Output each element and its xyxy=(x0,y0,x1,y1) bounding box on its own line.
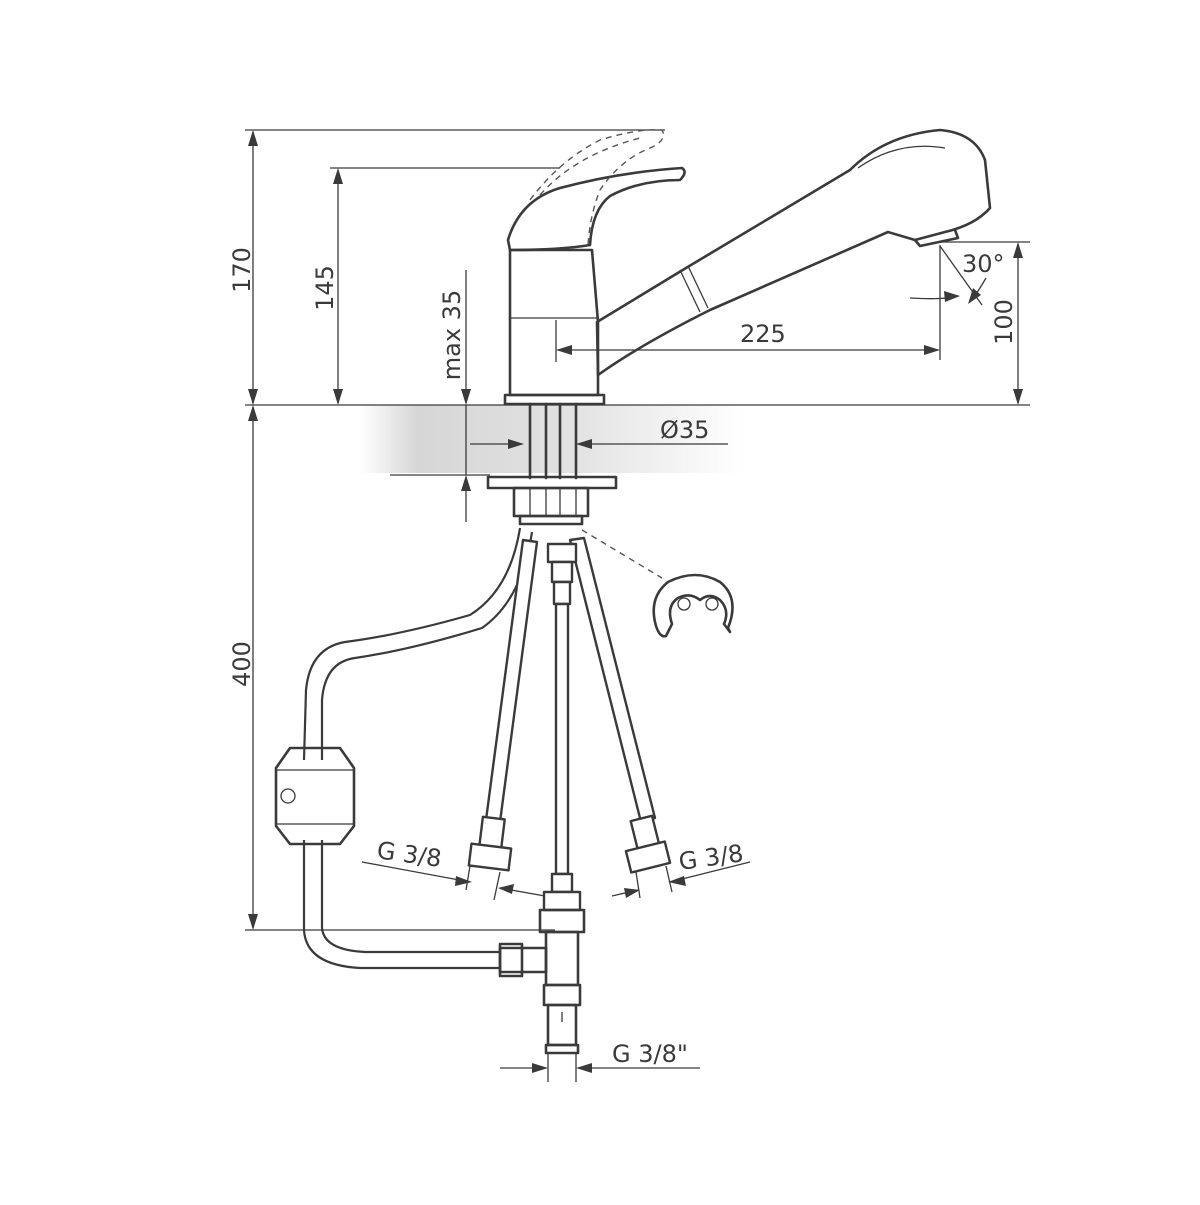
counterweight xyxy=(274,746,356,846)
dimension-diameter-35: Ø35 xyxy=(470,416,728,449)
spray-angle-indicator: 30° xyxy=(909,245,1005,306)
spout xyxy=(595,128,992,377)
mounting-assembly xyxy=(486,402,618,526)
faucet xyxy=(503,128,992,406)
mounting-nut xyxy=(512,486,590,518)
label-hose-length: 400 xyxy=(228,641,256,687)
dimension-thread-left: G 3/8 xyxy=(361,836,546,901)
label-spray-angle: 30° xyxy=(962,250,1005,278)
dimension-145: 145 xyxy=(311,168,343,405)
retaining-clip xyxy=(652,573,734,638)
supply-hoses xyxy=(467,536,672,912)
retaining-clip-detail xyxy=(581,529,734,638)
dimension-400: 400 xyxy=(228,405,258,930)
label-spout-reach: 225 xyxy=(740,320,786,348)
label-spout-height: 100 xyxy=(990,299,1018,345)
mixer-body xyxy=(508,248,600,397)
label-hose-thread-left: G 3/8 xyxy=(375,836,443,873)
label-lever-height: 145 xyxy=(311,265,339,311)
dimension-max-35: max 35 xyxy=(438,270,471,522)
handle-lever-open xyxy=(529,129,665,246)
label-total-height: 170 xyxy=(228,247,256,293)
countertop xyxy=(360,405,745,473)
dimension-thread-outlet: G 3/8" xyxy=(500,1040,700,1082)
dimension-100: 100 xyxy=(990,242,1023,405)
label-hose-thread-right: G 3/8 xyxy=(677,839,745,876)
dimension-170: 170 xyxy=(228,130,258,405)
handle-lever xyxy=(506,166,686,252)
label-hole-diameter: Ø35 xyxy=(660,416,709,444)
tee-connector xyxy=(498,908,586,1055)
extension-lines xyxy=(245,129,1030,931)
dimension-225: 225 xyxy=(555,245,941,362)
shower-hose xyxy=(302,527,534,970)
label-outlet-thread: G 3/8" xyxy=(612,1040,688,1068)
label-max-thickness: max 35 xyxy=(438,290,466,380)
mounting-washer xyxy=(486,475,618,490)
